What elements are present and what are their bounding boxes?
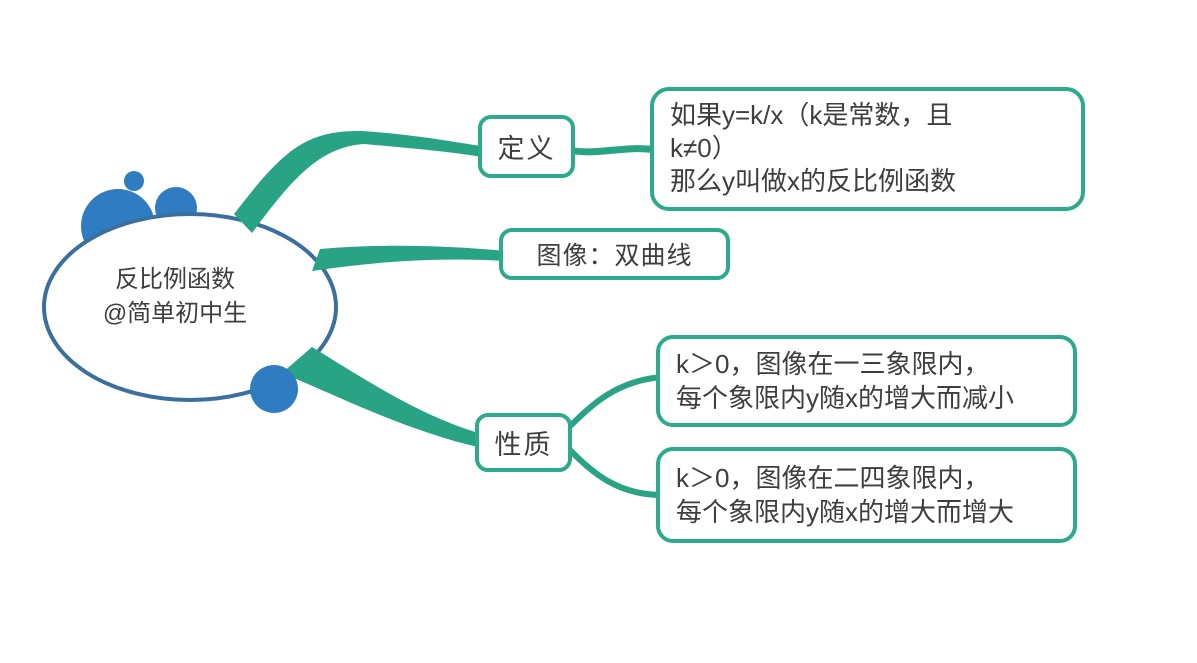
decor-bubble-small-icon xyxy=(124,171,144,191)
node-properties-label: 性质 xyxy=(494,430,553,460)
node-property-quadrant-13: k＞0，图像在一三象限内， 每个象限内y随x的增大而减小 xyxy=(656,335,1077,427)
node-definition-label: 定义 xyxy=(497,134,556,164)
connector-property-24 xyxy=(565,445,663,498)
connector-property-13 xyxy=(565,374,663,431)
node-graph-label: 图像：双曲线 xyxy=(536,242,693,270)
root-title: 反比例函数 xyxy=(115,266,235,293)
decor-bubble-front-icon xyxy=(250,365,298,413)
root-node-ellipse xyxy=(42,212,338,402)
branch-properties-curve xyxy=(282,347,482,448)
node-definition: 定义 xyxy=(478,115,575,178)
root-node-label: 反比例函数 @简单初中生 xyxy=(30,263,320,331)
node-graph-hyperbola: 图像：双曲线 xyxy=(499,228,730,280)
node-property-quadrant-24: k＞0，图像在二四象限内， 每个象限内y随x的增大而增大 xyxy=(656,447,1077,543)
branch-graph-curve xyxy=(312,245,506,271)
node-properties: 性质 xyxy=(475,413,572,472)
branch-definition-curve xyxy=(234,130,482,233)
root-handle: @简单初中生 xyxy=(102,300,248,327)
node-definition-detail: 如果y=k/x（k是常数，且 k≠0） 那么y叫做x的反比例函数 xyxy=(650,87,1085,211)
connector-definition-detail xyxy=(567,145,657,156)
